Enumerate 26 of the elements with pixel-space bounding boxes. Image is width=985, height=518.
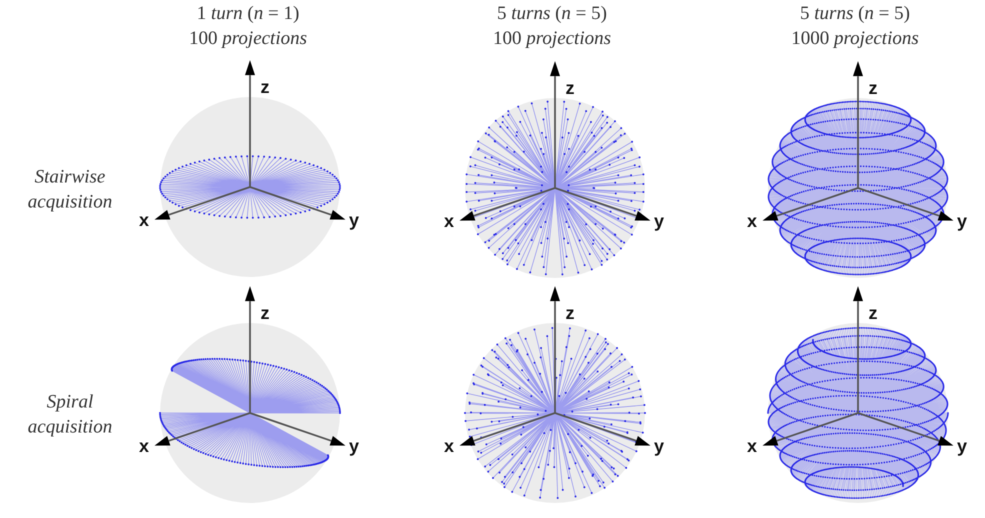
axis-label: x bbox=[139, 437, 149, 455]
axis-label: z bbox=[566, 304, 574, 322]
axis-label: z bbox=[260, 78, 270, 96]
axis-label: y bbox=[957, 437, 967, 455]
axis-label: x bbox=[444, 437, 454, 455]
axis-label: z bbox=[868, 79, 878, 97]
axis-label: y bbox=[654, 212, 664, 230]
column-heading: 100 projections bbox=[188, 28, 308, 50]
column-heading: 5 turns (n = 5) bbox=[497, 3, 607, 25]
axis-label: y bbox=[349, 211, 359, 229]
axis-label: z bbox=[868, 304, 878, 322]
axis-label: x bbox=[444, 212, 454, 230]
axis-label: y bbox=[957, 212, 967, 230]
axis-label: y bbox=[349, 437, 359, 455]
axis-label: z bbox=[566, 79, 574, 97]
axis-label: z bbox=[260, 304, 270, 322]
column-heading: 100 projections bbox=[492, 28, 612, 50]
column-heading: 1000 projections bbox=[791, 28, 919, 50]
row-label: Stairwise acquisition bbox=[26, 165, 114, 214]
column-heading: 5 turns (n = 5) bbox=[800, 3, 910, 25]
axis-label: x bbox=[139, 211, 149, 229]
column-heading: 1 turn (n = 1) bbox=[196, 3, 300, 25]
row-label: Spiral acquisition bbox=[26, 390, 114, 439]
axis-label: x bbox=[747, 212, 757, 230]
axis-label: x bbox=[747, 437, 757, 455]
axis-label: y bbox=[654, 437, 664, 455]
